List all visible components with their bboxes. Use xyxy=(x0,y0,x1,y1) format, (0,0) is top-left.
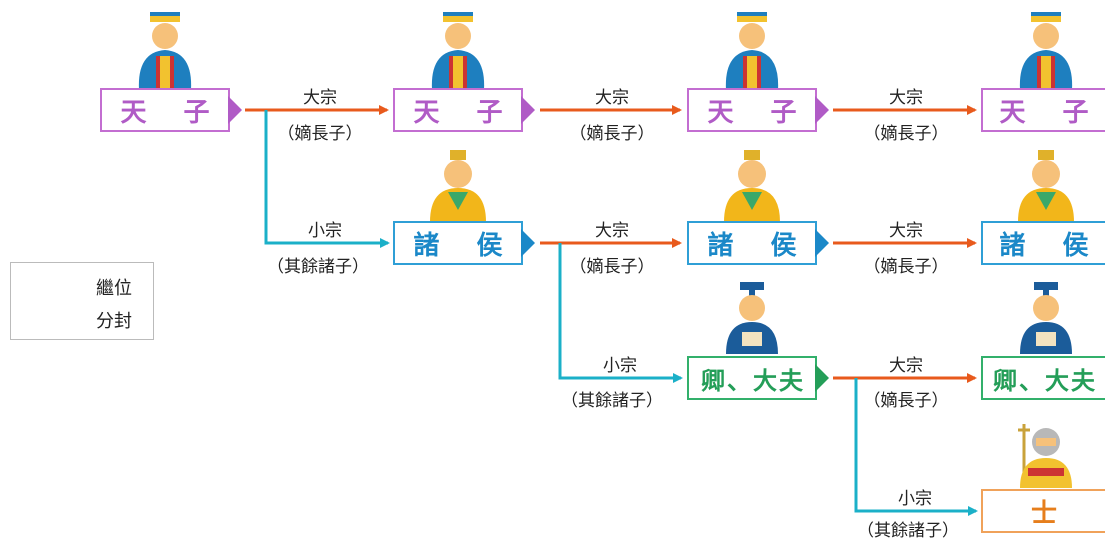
edge-label-main-note: （嫡長子） xyxy=(863,257,949,277)
node-tab xyxy=(228,96,242,124)
official-figure-icon xyxy=(1020,282,1072,354)
node-official-label: 卿、大夫 xyxy=(993,366,1097,395)
node-official: 卿、大夫 xyxy=(981,356,1105,400)
node-tab xyxy=(521,229,535,257)
node-lord-label: 諸 侯 xyxy=(413,230,517,261)
edge-label-main: 大宗 xyxy=(595,221,629,241)
node-official: 卿、大夫 xyxy=(687,356,829,400)
edge-label-main-note: （嫡長子） xyxy=(277,124,363,144)
edge-label-branch-note: （其餘諸子） xyxy=(267,257,369,277)
edge-label-main-note: （嫡長子） xyxy=(863,391,949,411)
node-emperor: 天 子 xyxy=(981,88,1105,132)
node-emperor: 天 子 xyxy=(100,88,242,132)
lord-figure-icon xyxy=(724,150,780,222)
node-emperor: 天 子 xyxy=(393,88,535,132)
edge-label-main: 大宗 xyxy=(889,356,923,376)
node-official-label: 卿、大夫 xyxy=(701,366,805,395)
enfeoffment-arrow xyxy=(558,243,683,383)
legend-enfeoffment-label: 分封 xyxy=(96,311,132,332)
emperor-figure-icon xyxy=(1019,12,1073,90)
legend-succession-label: 繼位 xyxy=(96,278,132,299)
node-tab xyxy=(521,96,535,124)
node-emperor-label: 天 子 xyxy=(999,97,1103,128)
scholar-figure-icon xyxy=(1018,424,1072,488)
official-figure-icon xyxy=(726,282,778,354)
edge-label-main: 大宗 xyxy=(303,88,337,108)
node-scholar: 士 xyxy=(981,489,1105,533)
edge-label-main-note: （嫡長子） xyxy=(863,124,949,144)
edge-label-branch: 小宗 xyxy=(898,489,932,509)
lord-figure-icon xyxy=(1018,150,1074,222)
node-lord: 諸 侯 xyxy=(687,221,829,265)
emperor-figure-icon xyxy=(138,12,192,90)
edge-label-branch-note: （其餘諸子） xyxy=(561,391,663,411)
node-lord-label: 諸 侯 xyxy=(999,230,1103,261)
lord-figure-icon xyxy=(430,150,486,222)
node-emperor-label: 天 子 xyxy=(413,97,517,128)
node-lord: 諸 侯 xyxy=(393,221,535,265)
node-lord: 諸 侯 xyxy=(981,221,1105,265)
edge-label-main-note: （嫡長子） xyxy=(569,257,655,277)
edge-label-main-note: （嫡長子） xyxy=(569,124,655,144)
node-tab xyxy=(815,96,829,124)
node-emperor: 天 子 xyxy=(687,88,829,132)
edge-label-main: 大宗 xyxy=(889,221,923,241)
enfeoffment-arrow xyxy=(854,378,978,516)
emperor-figure-icon xyxy=(725,12,779,90)
node-tab xyxy=(815,229,829,257)
edge-label-main: 大宗 xyxy=(889,88,923,108)
emperor-figure-icon xyxy=(431,12,485,90)
node-emperor-label: 天 子 xyxy=(120,97,224,128)
node-lord-label: 諸 侯 xyxy=(707,230,811,261)
node-tab xyxy=(815,364,829,392)
enfeoffment-arrow xyxy=(264,110,390,248)
node-scholar-label: 士 xyxy=(1030,498,1071,529)
node-emperor-label: 天 子 xyxy=(707,97,811,128)
edge-label-branch: 小宗 xyxy=(308,221,342,241)
legend xyxy=(10,262,154,340)
edge-label-branch: 小宗 xyxy=(603,356,637,376)
edge-label-main: 大宗 xyxy=(595,88,629,108)
edge-label-branch-note: （其餘諸子） xyxy=(857,521,959,541)
